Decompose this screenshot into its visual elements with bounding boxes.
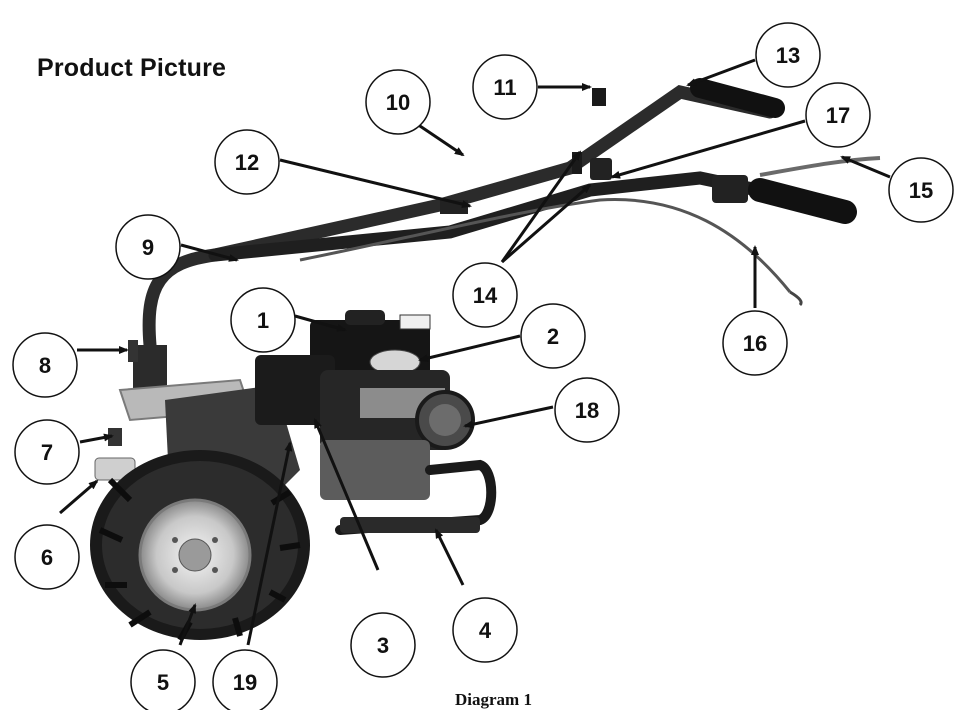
callout-number: 10 xyxy=(386,90,410,115)
callout-number: 6 xyxy=(41,545,53,570)
callout-9: 9 xyxy=(116,215,180,279)
leader-12 xyxy=(280,160,470,206)
leader-7 xyxy=(80,436,112,442)
callout-number: 1 xyxy=(257,308,269,333)
callout-number: 18 xyxy=(575,398,599,423)
leader-2 xyxy=(420,336,520,360)
callout-10: 10 xyxy=(366,70,430,134)
callout-15: 15 xyxy=(889,158,953,222)
callout-number: 12 xyxy=(235,150,259,175)
callout-11: 11 xyxy=(473,55,537,119)
leader-10 xyxy=(414,122,463,155)
callout-number: 8 xyxy=(39,353,51,378)
callout-number: 13 xyxy=(776,43,800,68)
callout-17: 17 xyxy=(806,83,870,147)
callout-number: 11 xyxy=(493,75,516,100)
leader-13 xyxy=(688,60,755,85)
callout-number: 16 xyxy=(743,331,767,356)
callout-13: 13 xyxy=(756,23,820,87)
callout-number: 17 xyxy=(826,103,850,128)
callout-number: 7 xyxy=(41,440,53,465)
leader-18 xyxy=(465,407,553,426)
leader-4 xyxy=(436,530,463,585)
callout-16: 16 xyxy=(723,311,787,375)
callout-number: 9 xyxy=(142,235,154,260)
callout-1: 1 xyxy=(231,288,295,352)
callout-19: 19 xyxy=(213,650,277,710)
leader-6 xyxy=(60,481,97,513)
callout-14: 14 xyxy=(453,263,517,327)
callout-18: 18 xyxy=(555,378,619,442)
callout-5: 5 xyxy=(131,650,195,710)
callout-2: 2 xyxy=(521,304,585,368)
callout-number: 19 xyxy=(233,670,257,695)
callout-7: 7 xyxy=(15,420,79,484)
diagram-caption: Diagram 1 xyxy=(455,690,532,710)
callout-number: 2 xyxy=(547,324,559,349)
callout-12: 12 xyxy=(215,130,279,194)
callout-3: 3 xyxy=(351,613,415,677)
callout-number: 4 xyxy=(479,618,492,643)
callout-number: 5 xyxy=(157,670,169,695)
leader-17 xyxy=(612,121,805,177)
callout-number: 14 xyxy=(473,283,498,308)
callout-number: 15 xyxy=(909,178,933,203)
callout-number: 3 xyxy=(377,633,389,658)
callout-4: 4 xyxy=(453,598,517,662)
callout-8: 8 xyxy=(13,333,77,397)
callout-6: 6 xyxy=(15,525,79,589)
